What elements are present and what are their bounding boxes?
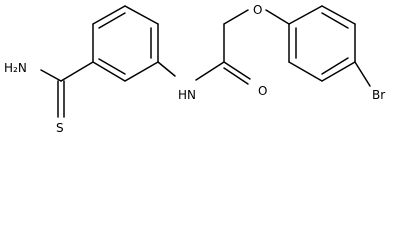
ether-oxygen-label: O bbox=[253, 3, 262, 17]
bromine-label: Br bbox=[372, 88, 385, 102]
sulfur-label: S bbox=[56, 121, 64, 135]
structure-diagram: H₂N S H N O O Br bbox=[4, 3, 385, 135]
amide-linkage bbox=[157, 23, 251, 85]
carbonyl-oxygen-label: O bbox=[258, 84, 267, 98]
molecule-canvas: H₂N S H N O O Br bbox=[4, 3, 386, 135]
bromine-bond bbox=[354, 61, 371, 87]
amide-h-label: H bbox=[178, 88, 187, 102]
amide-nitrogen-label: N bbox=[187, 88, 196, 102]
benzene-ring-right bbox=[288, 5, 356, 82]
amine-label: H₂N bbox=[4, 61, 27, 75]
benzene-ring-left bbox=[92, 5, 159, 82]
thioamide-group bbox=[40, 61, 94, 118]
ether-linkage bbox=[223, 9, 290, 25]
